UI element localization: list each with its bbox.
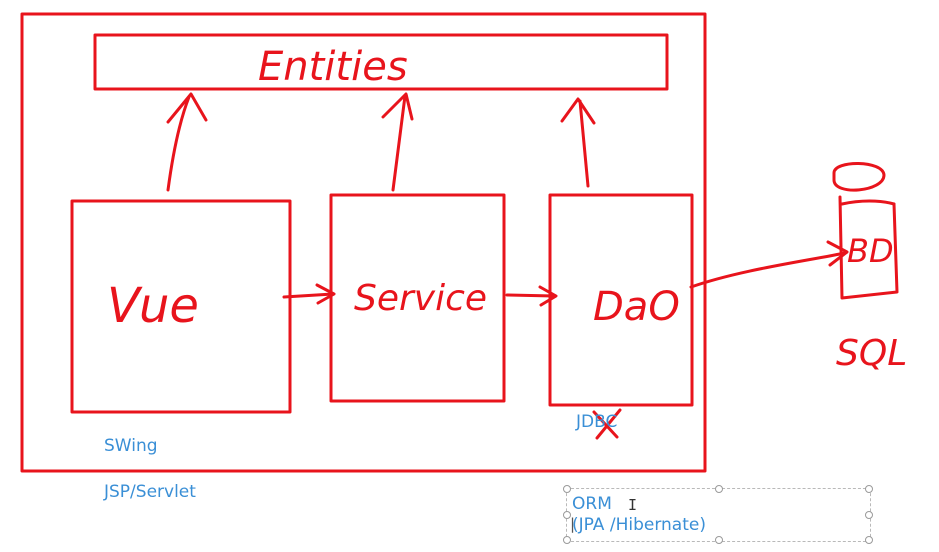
service-to-dao-arrow [505, 285, 558, 307]
database-icon [832, 162, 899, 300]
orm-text-box[interactable]: ORM (JPA /Hibernate) [563, 485, 873, 544]
jdbc-label: JDBC [576, 412, 618, 432]
vue-to-entities-arrow [166, 92, 208, 192]
resize-handle-bottom-left[interactable] [563, 536, 571, 544]
resize-handle-bottom-center[interactable] [715, 536, 723, 544]
swing-label: SWing [104, 436, 158, 456]
db-label: BD [847, 232, 894, 270]
dao-to-entities-arrow [560, 97, 596, 188]
service-label: Service [354, 278, 487, 319]
vue-label: Vue [107, 278, 199, 334]
orm-label: ORM [572, 494, 612, 514]
resize-handle-top-right[interactable] [865, 485, 873, 493]
resize-handle-middle-left[interactable] [563, 511, 571, 519]
service-to-entities-arrow [381, 92, 414, 192]
dao-label: DaO [593, 284, 680, 330]
jsp-servlet-label: JSP/Servlet [104, 482, 196, 502]
text-cursor-icon: I [628, 496, 638, 514]
sql-label: SQL [836, 333, 907, 374]
vue-box [70, 199, 292, 414]
vue-to-service-arrow [282, 283, 336, 305]
application-boundary [20, 12, 707, 473]
service-box [329, 193, 506, 403]
jdbc-strike-icon [592, 408, 622, 440]
dao-to-db-arrow [689, 240, 849, 289]
resize-handle-bottom-right[interactable] [865, 536, 873, 544]
jpa-hibernate-label: (JPA /Hibernate) [572, 515, 706, 535]
resize-handle-top-left[interactable] [563, 485, 571, 493]
resize-handle-top-center[interactable] [715, 485, 723, 493]
insertion-caret: | [568, 515, 578, 533]
resize-handle-middle-right[interactable] [865, 511, 873, 519]
entities-box [93, 33, 669, 91]
entities-label: Entities [258, 44, 408, 90]
